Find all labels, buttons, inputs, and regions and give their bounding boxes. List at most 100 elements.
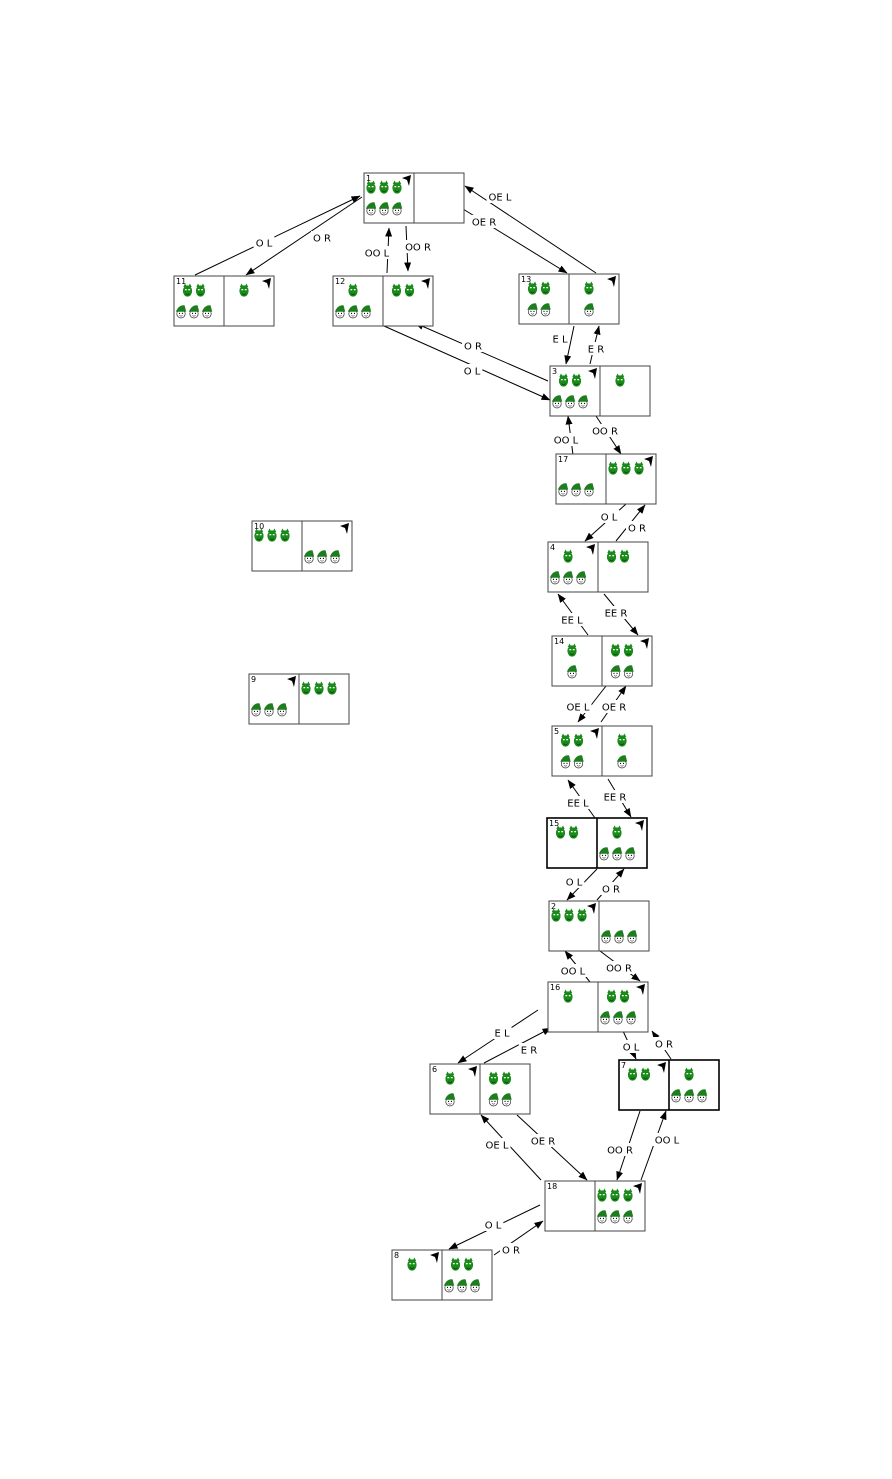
state-id: 14: [554, 637, 564, 646]
transition-arrow-14-to-5: [577, 685, 607, 723]
elf-icon: [583, 483, 595, 497]
state-node-4: 4: [547, 541, 649, 593]
left-bank: [555, 825, 579, 839]
orc-icon: [182, 283, 193, 297]
state-node-18: 18: [544, 1180, 646, 1232]
transition-label: OO R: [606, 964, 632, 975]
orc-icon: [379, 180, 389, 194]
orc-icon: [392, 180, 402, 194]
left-bank: [557, 483, 595, 497]
transition-label: EE L: [567, 799, 589, 810]
transition-label: O L: [464, 367, 481, 378]
elf-icon: [609, 1210, 621, 1224]
boat-icon: [586, 544, 595, 555]
boat-icon: [402, 175, 411, 186]
orc-icon: [571, 373, 582, 387]
transition-label-bg: [550, 332, 570, 345]
transition-label-bg: [486, 190, 514, 203]
orc-icon: [608, 461, 618, 475]
elf-icon: [501, 1093, 512, 1107]
transition-label: E L: [494, 1029, 509, 1040]
state-id: 5: [554, 727, 559, 736]
right-bank: [443, 1257, 481, 1293]
orc-icon: [563, 549, 573, 563]
left-bank: [334, 283, 372, 319]
transition-arrow-6-to-18: [516, 1114, 588, 1181]
transition-label: OO R: [607, 1146, 633, 1157]
orc-icon: [610, 1188, 620, 1202]
orc-icon: [450, 1257, 461, 1271]
boat-icon: [644, 456, 653, 467]
transition-label: OO R: [592, 427, 618, 438]
transition-label: O L: [485, 1221, 502, 1232]
state-id: 2: [551, 902, 556, 911]
left-bank: [527, 281, 551, 317]
orc-icon: [239, 283, 249, 297]
elf-icon: [250, 703, 262, 717]
orc-icon: [577, 908, 587, 922]
boat-icon: [640, 638, 649, 649]
elf-icon: [577, 395, 589, 409]
transition-label-bg: [564, 700, 592, 713]
transition-label-bg: [620, 1040, 642, 1053]
right-bank: [670, 1067, 708, 1103]
orc-icon: [568, 825, 579, 839]
elf-icon: [557, 483, 569, 497]
elf-icon: [347, 305, 359, 319]
orc-icon: [404, 283, 415, 297]
orc-icon: [301, 681, 311, 695]
transition-label-bg: [604, 961, 634, 974]
elf-icon: [610, 665, 621, 679]
state-id: 11: [176, 277, 186, 286]
orc-icon: [501, 1071, 512, 1085]
elf-icon: [316, 550, 328, 564]
left-bank: [365, 180, 403, 216]
state-node-12: 12: [332, 275, 434, 327]
boat-icon: [421, 278, 430, 289]
transition-label: OO L: [365, 249, 390, 260]
elf-icon: [560, 755, 571, 769]
orc-icon: [619, 549, 630, 563]
right-bank: [391, 283, 415, 297]
transition-label: OO L: [655, 1136, 680, 1147]
elf-icon: [456, 1279, 468, 1293]
transition-label-bg: [518, 1043, 540, 1056]
left-bank: [551, 373, 589, 409]
orc-icon: [558, 373, 569, 387]
transition-label: OE R: [602, 703, 626, 714]
right-bank: [303, 550, 341, 564]
state-node-15: 15: [546, 817, 648, 869]
orc-icon: [615, 373, 625, 387]
transition-label-bg: [482, 1218, 504, 1231]
transition-label: E R: [588, 345, 604, 356]
transition-label-bg: [559, 613, 585, 626]
left-bank: [250, 703, 288, 717]
transition-label: E R: [521, 1046, 537, 1057]
transition-label-bg: [599, 700, 629, 713]
orc-icon: [540, 281, 551, 295]
orc-icon: [640, 1067, 651, 1081]
right-bank: [583, 281, 595, 317]
orc-icon: [195, 283, 206, 297]
transition-label: O L: [623, 1043, 640, 1054]
transition-label: O L: [601, 513, 618, 524]
state-node-1: 1: [363, 172, 465, 224]
transition-label: EE R: [604, 793, 627, 804]
elf-icon: [625, 1011, 637, 1025]
transition-label-bg: [652, 1133, 682, 1146]
orc-icon: [621, 461, 631, 475]
elf-icon: [596, 1210, 608, 1224]
orc-icon: [488, 1071, 499, 1085]
elf-icon: [549, 571, 561, 585]
right-bank: [301, 681, 337, 695]
elf-icon: [562, 571, 574, 585]
state-id: 18: [547, 1182, 557, 1191]
left-bank: [560, 733, 584, 769]
transition-label: O R: [602, 885, 620, 896]
transition-label-bg: [462, 339, 484, 352]
orc-icon: [551, 908, 561, 922]
